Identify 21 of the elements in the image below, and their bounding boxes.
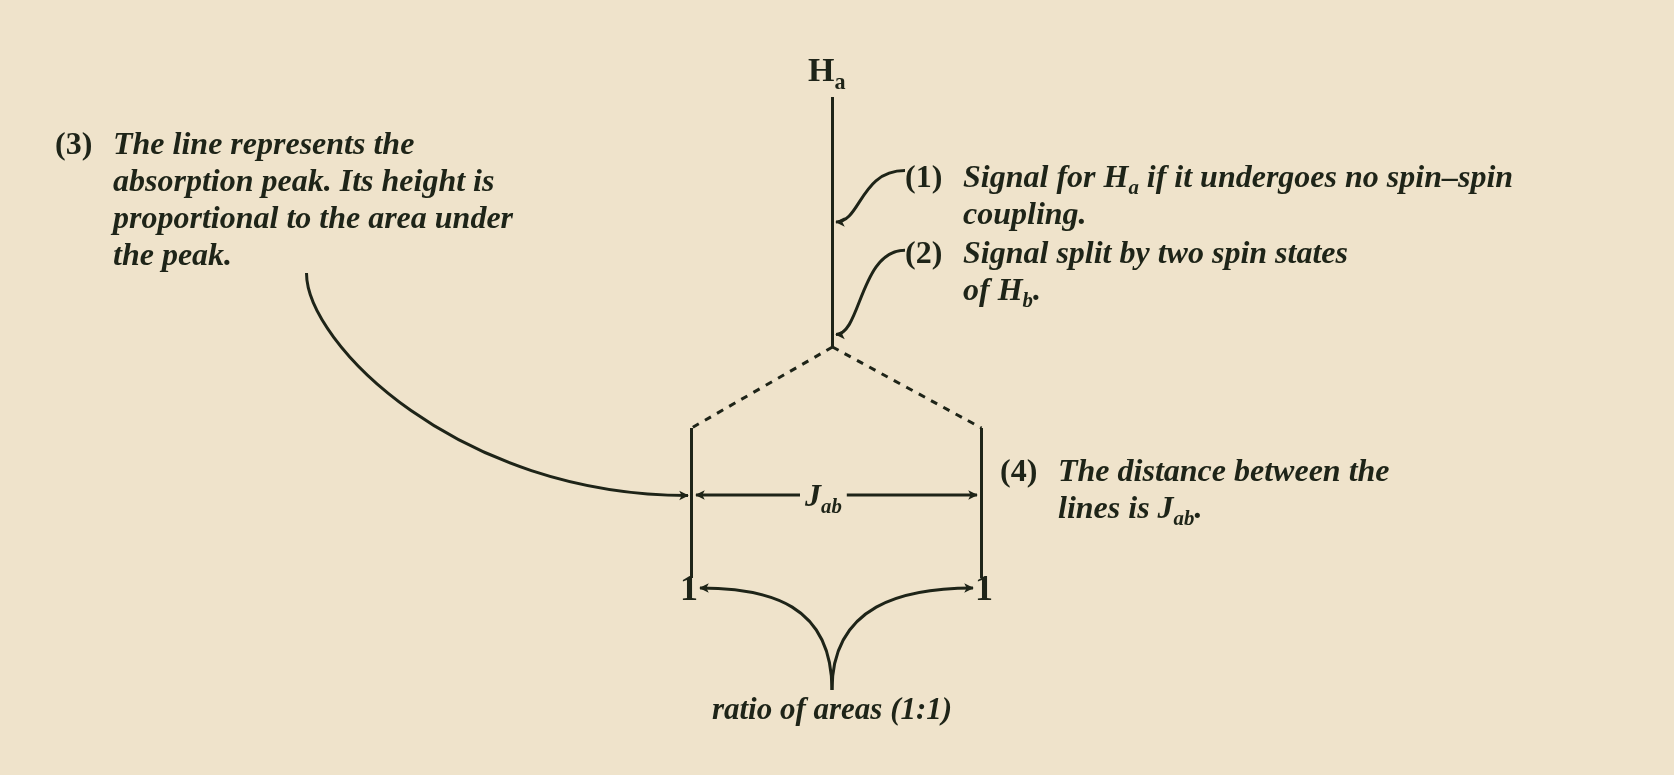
leader-arrow xyxy=(830,583,974,691)
peak-line xyxy=(831,97,834,347)
callout-number: (1) xyxy=(905,158,944,195)
callout-number: (3) xyxy=(55,125,94,162)
leader-arrow xyxy=(835,169,906,226)
annotation-text: Signal for H$_{a}$ if it undergoes no spin–spin coupling. xyxy=(963,158,1515,232)
leader-arrow xyxy=(699,583,834,691)
annotation-text: The distance between the lines is J$_{ab}$. xyxy=(1058,452,1391,526)
leader-arrow xyxy=(305,272,689,500)
splitting-line xyxy=(831,345,983,430)
annotation-text: Signal split by two spin states of H$_{b}$. xyxy=(963,234,1349,308)
callout-number: (2) xyxy=(905,234,944,271)
relative-area-number: 1 xyxy=(680,568,698,608)
peak-line xyxy=(690,428,693,578)
callout-number: (4) xyxy=(1000,452,1039,489)
proton-label: H$_{a}$ xyxy=(808,50,846,90)
relative-area-number: 1 xyxy=(975,568,993,608)
splitting-line xyxy=(690,345,834,430)
caption-text: ratio of areas (1:1) xyxy=(711,690,953,727)
peak-line xyxy=(980,428,983,578)
leader-arrow xyxy=(835,248,906,337)
